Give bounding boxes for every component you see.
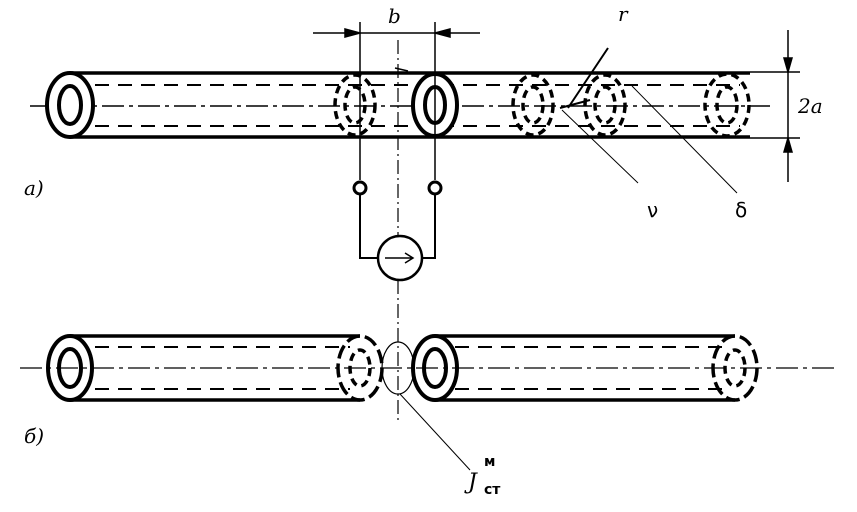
ring-dashed <box>511 73 555 137</box>
dimension-b <box>313 22 480 180</box>
label-delta: δ <box>735 198 748 222</box>
circuit <box>352 180 443 282</box>
label-j-sup: м <box>484 454 496 470</box>
ring-dashed <box>333 73 377 137</box>
terminal-right <box>427 180 443 196</box>
leader-r <box>567 47 609 109</box>
label-b: b <box>388 4 401 28</box>
ring-dashed <box>703 72 751 138</box>
leader-nu <box>561 109 639 184</box>
leader-r-base <box>559 99 591 109</box>
label-j-sub: ст <box>484 482 501 498</box>
label-j: J <box>468 470 477 495</box>
terminal-left <box>352 180 368 196</box>
label-2a: 2a <box>798 94 823 118</box>
leader-weld <box>399 393 471 471</box>
label-nu: ν <box>647 198 659 222</box>
leader-delta <box>631 85 738 194</box>
dimension-2a <box>750 30 800 182</box>
label-r: r <box>618 2 628 26</box>
ring-dashed <box>583 73 627 137</box>
weld-joint <box>381 341 415 395</box>
tube-top <box>30 71 770 139</box>
label-part-b: б) <box>24 424 45 448</box>
label-part-a: а) <box>24 176 44 200</box>
